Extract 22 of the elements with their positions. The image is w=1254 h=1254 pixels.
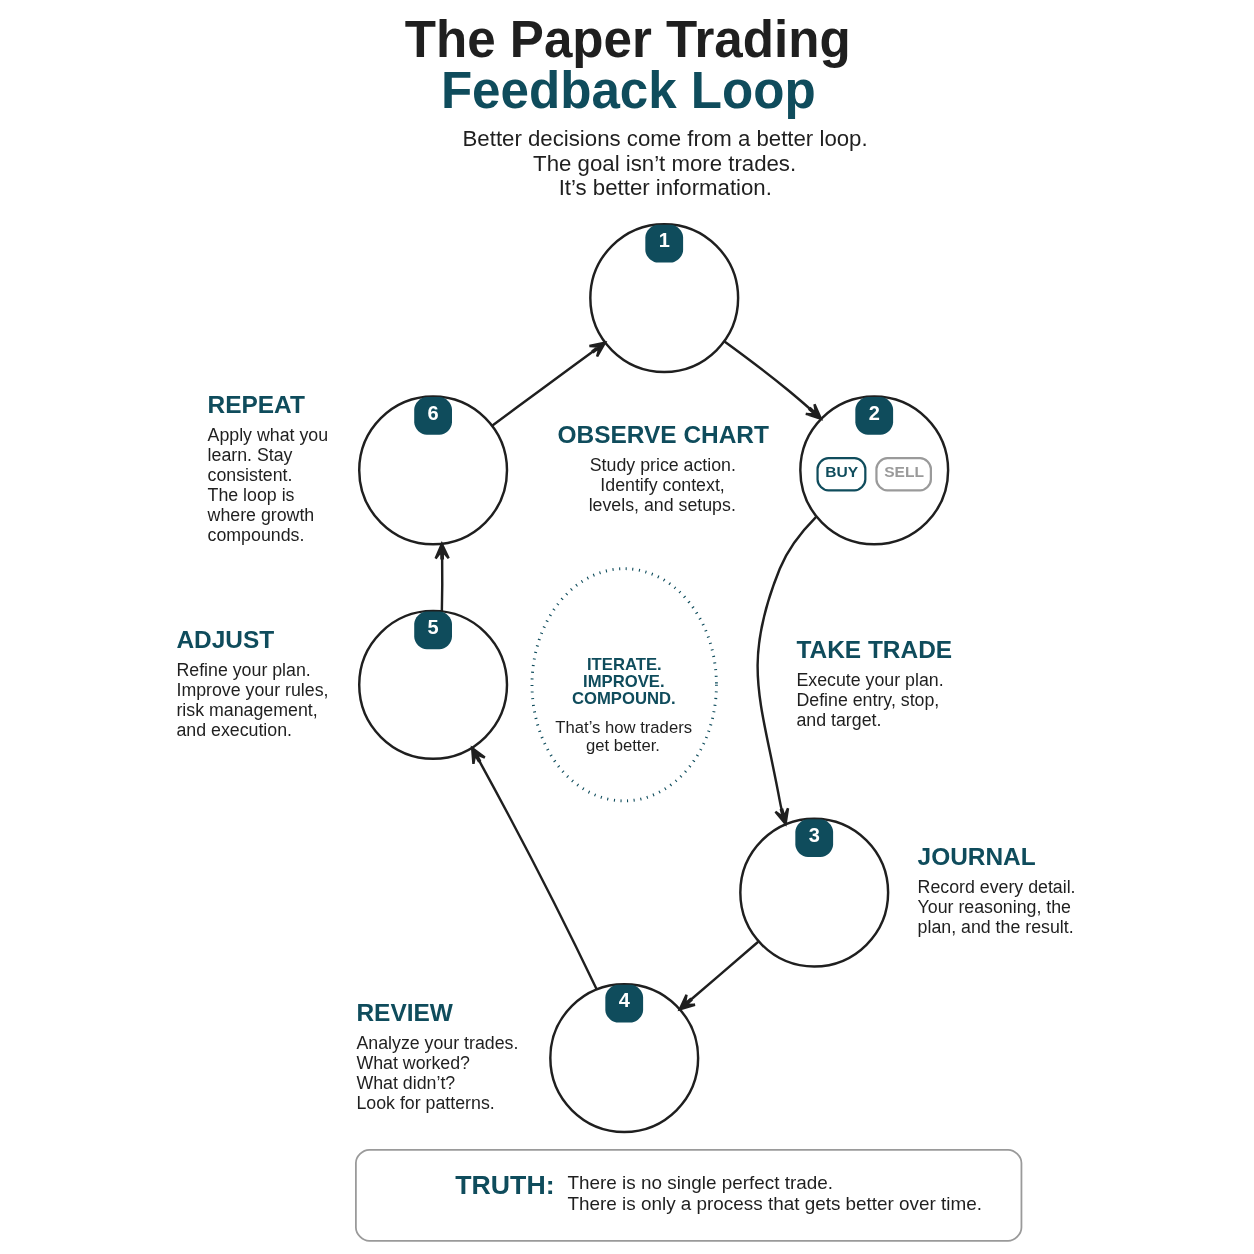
arrow <box>756 515 817 826</box>
node-label: TAKE TRADE <box>796 635 953 663</box>
node-label: OBSERVE CHART <box>557 421 769 449</box>
node-label: REPEAT <box>207 391 305 419</box>
arrow <box>723 340 823 420</box>
node-label: Refine your plan. Improve your rules, risk management, and execution. <box>176 659 329 740</box>
node-label: Study price action. Identify context, levels, and setups. <box>588 455 736 516</box>
node-label: JOURNAL <box>917 843 1036 871</box>
arrow <box>491 341 607 427</box>
node-label: Analyze your trades. What worked? What didn’t? Look for patterns. <box>356 1033 519 1113</box>
diagram-title: The Paper Trading Feedback Loop <box>404 11 851 120</box>
node-label: REVIEW <box>356 999 453 1026</box>
node-label: Record every detail. Your reasoning, the plan, and the result. <box>917 877 1076 938</box>
arrow <box>434 542 450 612</box>
node-label: Apply what you learn. Stay consistent. The loop is where growth compounds. <box>207 425 329 546</box>
arrow <box>470 746 598 990</box>
node-box: TRUTH: There is no single perfect trade. There is only a process that gets better over time. <box>355 1148 1023 1242</box>
label: Better decisions come from a better loop. The goal isn’t more trades. It’s better information. <box>462 126 868 201</box>
node-ellipse: ITERATE. IMPROVE. COMPOUND. That’s how traders get better. <box>530 567 718 803</box>
node-label: ADJUST <box>176 625 275 653</box>
arrow <box>678 940 760 1011</box>
node-label: Execute your plan. Define entry, stop, and target. <box>796 669 944 730</box>
